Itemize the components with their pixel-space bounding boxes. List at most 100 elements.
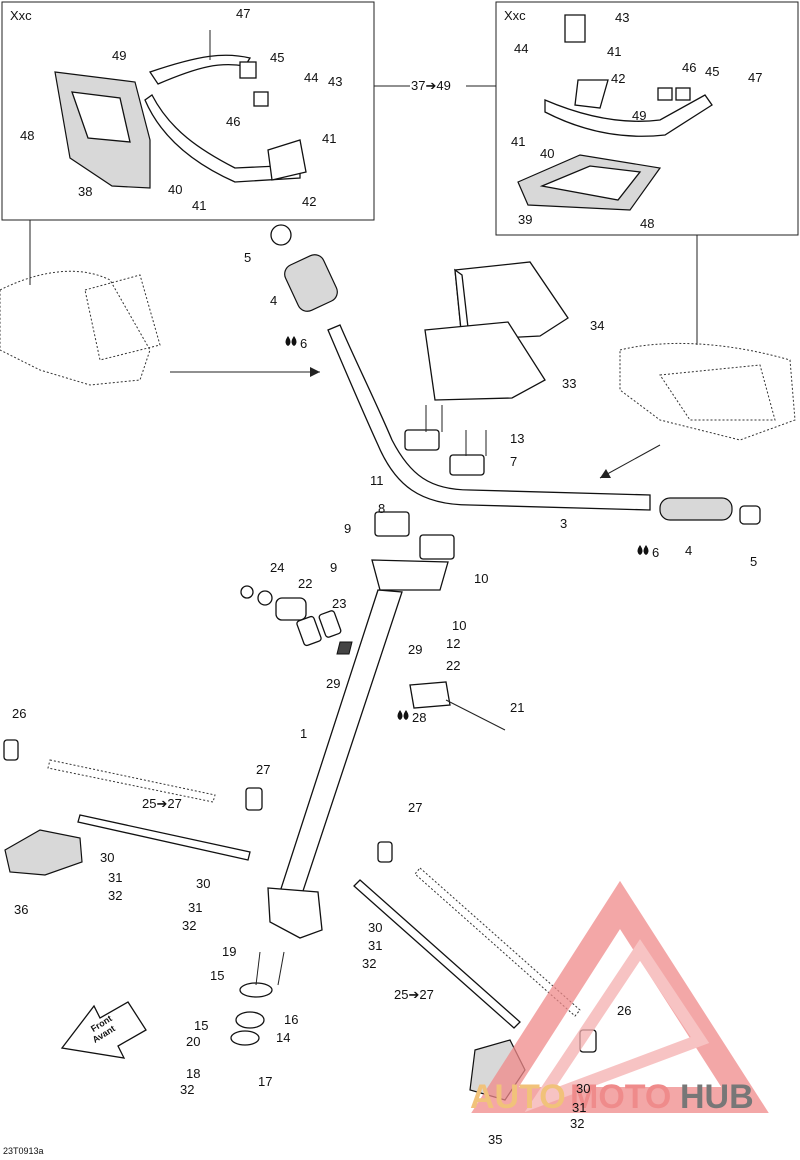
right-handguard-outline: [619, 342, 796, 441]
right-grip: [659, 497, 733, 521]
callout-label: 31: [188, 900, 202, 915]
tie-rod-dotted-left: [47, 759, 216, 803]
callout-label: 46: [682, 60, 696, 75]
callout-label: 21: [510, 700, 524, 715]
handlebar-pad-33: [424, 321, 546, 401]
left-handguard-outline: [0, 270, 151, 386]
callout-label: 1: [300, 726, 307, 741]
callout-label: 29: [326, 676, 340, 691]
callout-label: 42: [611, 71, 625, 86]
callout-label: 22: [298, 576, 312, 591]
watermark-text-moto: MOTO: [570, 1078, 671, 1116]
left-grip: [284, 254, 338, 312]
callout-label: 33: [562, 376, 576, 391]
callout-label: 27: [256, 762, 270, 777]
callout-label: 49: [632, 108, 646, 123]
figure-code: 23T0913a: [3, 1146, 44, 1156]
left-inset-box: [1, 1, 375, 221]
callout-label: 15: [194, 1018, 208, 1033]
callout-label: 10: [474, 571, 488, 586]
callout-label: 34: [590, 318, 604, 333]
left-knuckle: [4, 829, 83, 876]
callout-label: 32: [180, 1082, 194, 1097]
callout-label: 39: [518, 212, 532, 227]
callout-label: 9: [330, 560, 337, 575]
callout-label: 49: [112, 48, 126, 63]
oil-label: 6: [652, 545, 659, 560]
watermark-text-hub: HUB: [680, 1078, 754, 1116]
callout-label: 41: [192, 198, 206, 213]
callout-label: 43: [328, 74, 342, 89]
callout-label: 40: [540, 146, 554, 161]
callout-label: 41: [511, 134, 525, 149]
right-inset-title: Xxc: [504, 8, 526, 23]
front-direction-arrow: [60, 1001, 147, 1059]
callout-label: 26: [617, 1003, 631, 1018]
tie-rod-left: [77, 814, 251, 861]
callout-label: 13: [510, 431, 524, 446]
callout-label: 24: [270, 560, 284, 575]
callout-label: 20: [186, 1034, 200, 1049]
callout-label: 10: [452, 618, 466, 633]
callout-label: 30: [100, 850, 114, 865]
callout-label: 32: [362, 956, 376, 971]
callout-label: 43: [615, 10, 629, 25]
callout-label: 42: [302, 194, 316, 209]
watermark-logo: [471, 880, 769, 1113]
callout-label: 32: [108, 888, 122, 903]
callout-label: 44: [304, 70, 318, 85]
callout-label: 9: [344, 521, 351, 536]
callout-label: 18: [186, 1066, 200, 1081]
callout-label: 35: [488, 1132, 502, 1147]
callout-label: 15: [210, 968, 224, 983]
callout-label: 36: [14, 902, 28, 917]
callout-label: 11: [370, 473, 384, 488]
callout-label: 29: [408, 642, 422, 657]
callout-label: 31: [572, 1100, 586, 1115]
tie-rod-dotted-right: [414, 867, 581, 1017]
callout-label: 16: [284, 1012, 298, 1027]
right-handguard-assembly: [517, 14, 713, 211]
callout-label: 32: [570, 1116, 584, 1131]
callout-label: 44: [514, 41, 528, 56]
left-handguard-assembly: [54, 30, 307, 189]
oil-label: 28: [412, 710, 426, 725]
oil-drop-icon: [637, 545, 649, 555]
callout-label: 25➔27: [394, 987, 434, 1002]
callout-label: 48: [20, 128, 34, 143]
oil-label: 6: [300, 336, 307, 351]
tie-rod-right: [353, 879, 521, 1029]
callout-label: 38: [78, 184, 92, 199]
callout-label: 41: [322, 131, 336, 146]
callout-label: 45: [705, 64, 719, 79]
callout-label: 47: [236, 6, 250, 21]
callout-label: 3: [560, 516, 567, 531]
callout-label: 19: [222, 944, 236, 959]
callout-label: 5: [244, 250, 251, 265]
callout-label: 5: [750, 554, 757, 569]
callout-label: 46: [226, 114, 240, 129]
callout-label: 30: [368, 920, 382, 935]
callout-label: 31: [368, 938, 382, 953]
callout-label: 32: [182, 918, 196, 933]
callout-label: 41: [607, 44, 621, 59]
callout-label: 30: [196, 876, 210, 891]
callout-label: 23: [332, 596, 346, 611]
callout-label: 4: [685, 543, 692, 558]
callout-label: 7: [510, 454, 517, 469]
callout-label: 4: [270, 293, 277, 308]
callout-label: 30: [576, 1081, 590, 1096]
handlebar: [327, 324, 651, 511]
callout-label: 14: [276, 1030, 290, 1045]
callout-label: 17: [258, 1074, 272, 1089]
callout-label: 27: [408, 800, 422, 815]
oil-drop-icon: [285, 336, 297, 346]
callout-label: 12: [446, 636, 460, 651]
callout-label: 26: [12, 706, 26, 721]
callout-label: 47: [748, 70, 762, 85]
watermark-text-auto: AUTO: [470, 1078, 566, 1116]
callout-label: 40: [168, 182, 182, 197]
callout-label: 45: [270, 50, 284, 65]
